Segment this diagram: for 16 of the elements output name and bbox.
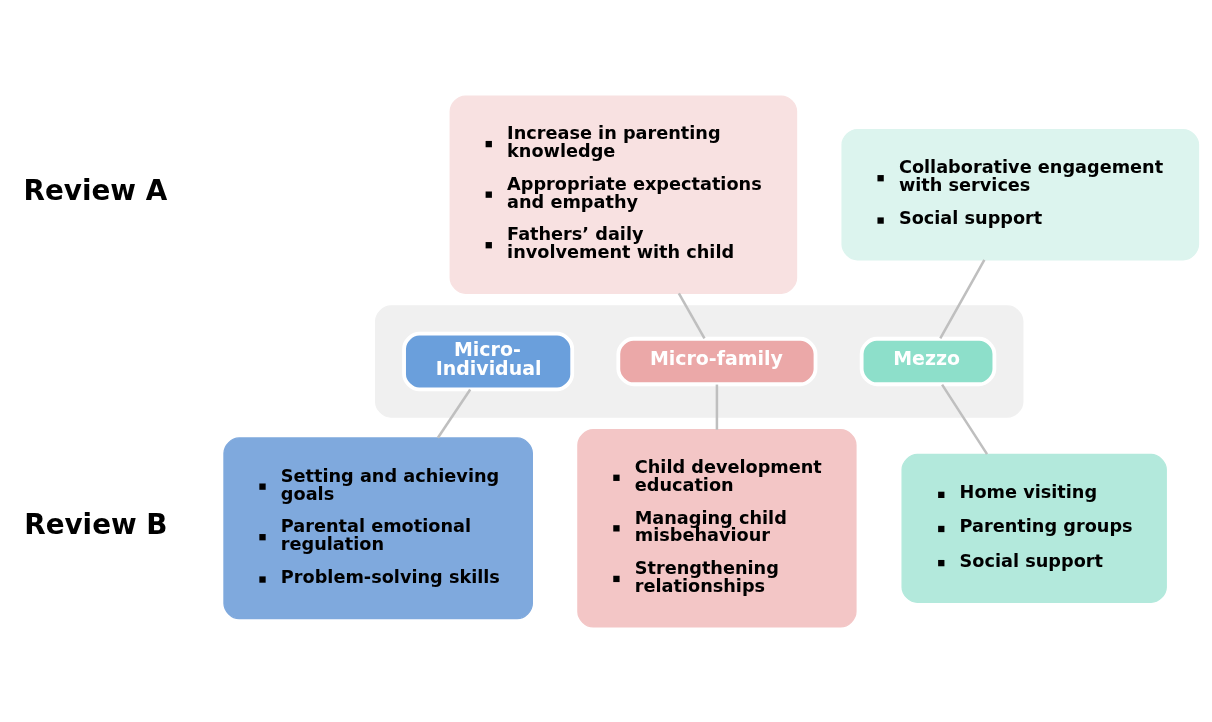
cluster (375, 304, 1024, 418)
connector (677, 292, 706, 339)
node-box: Collaborative engagement with services Social support (841, 128, 1200, 260)
connector (715, 384, 719, 430)
node-box: Home visiting Parenting groups Social support (901, 453, 1167, 603)
connector (939, 258, 986, 339)
node-box: Micro-family (616, 336, 818, 386)
label: Review B (24, 507, 168, 541)
node-box: Increase in parenting knowledge Appropriate expectations and empathy Fathers’ daily involvement with child (449, 94, 798, 294)
node-box: Setting and achieving goals Parental emotional regulation Problem-solving skills (223, 436, 533, 619)
connector (436, 388, 472, 438)
node-box: Micro- Individual (402, 331, 575, 391)
node-box: Child development education Managing child misbehaviour Strengthening relationships (577, 428, 857, 628)
connector (941, 383, 989, 455)
label: Review A (23, 173, 168, 207)
node-box: Mezzo (859, 336, 997, 386)
